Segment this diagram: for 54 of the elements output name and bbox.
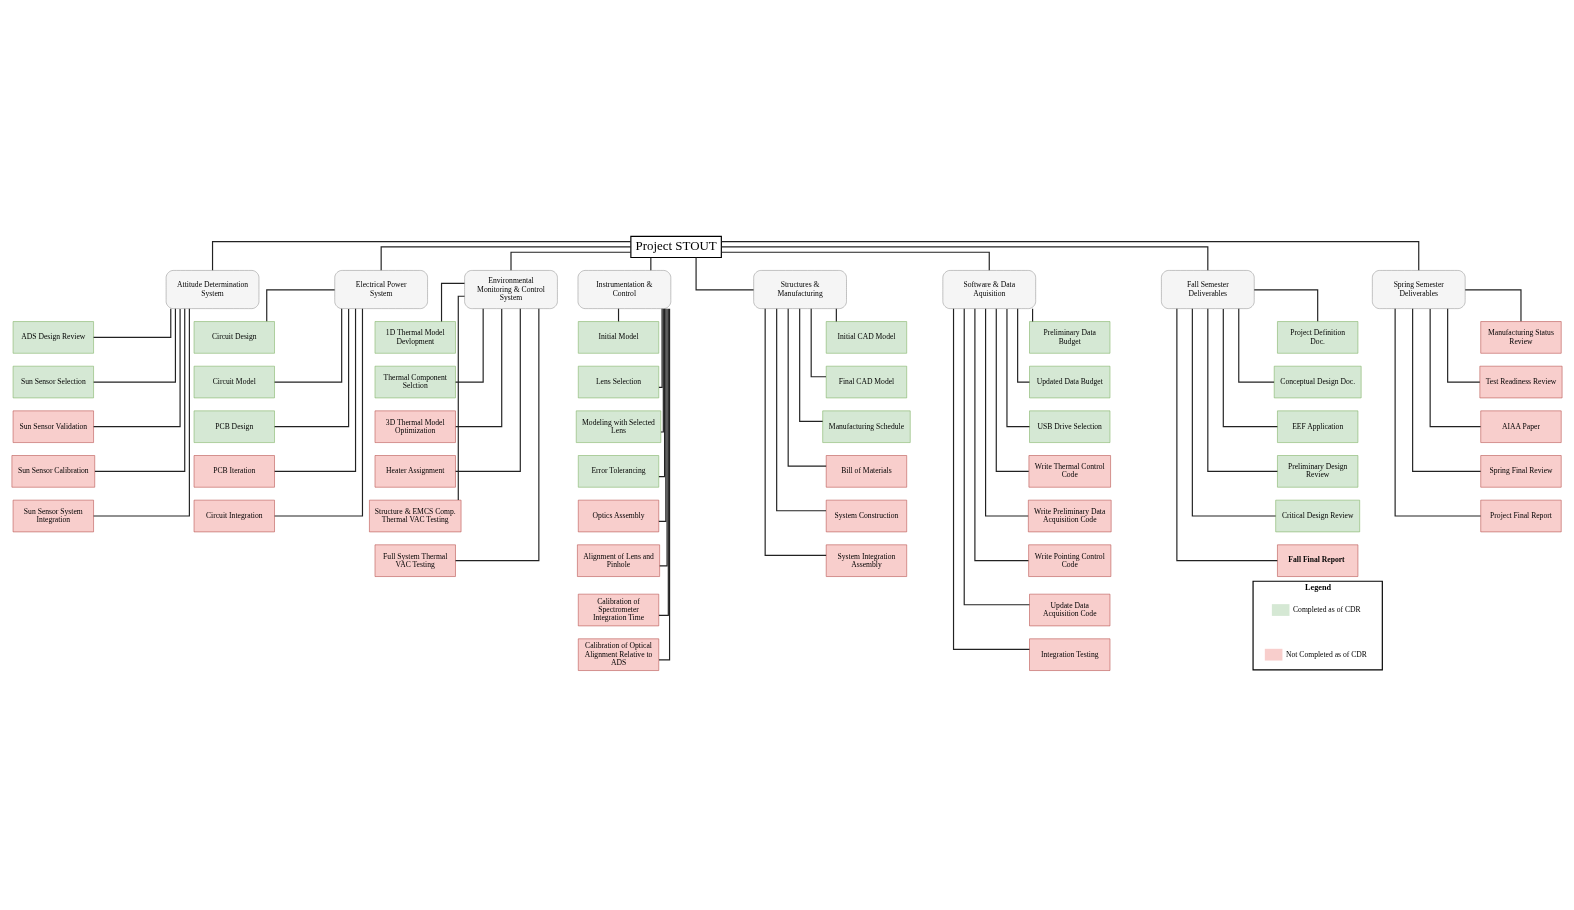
connector — [93, 307, 176, 383]
connector — [1447, 307, 1481, 383]
connector — [720, 240, 1420, 271]
connector — [274, 307, 357, 472]
connector — [93, 307, 172, 338]
connector — [1238, 307, 1275, 383]
connector — [93, 307, 190, 517]
connector — [659, 307, 668, 567]
node-box: Project STOUT — [630, 235, 722, 258]
connector — [93, 307, 181, 427]
connector — [963, 307, 1030, 605]
connector — [952, 307, 1030, 650]
connector — [776, 307, 827, 511]
connector — [810, 307, 827, 377]
connector — [1006, 307, 1031, 427]
connector — [985, 307, 1029, 517]
connector — [454, 307, 521, 472]
connector — [720, 251, 990, 271]
connector — [658, 307, 671, 661]
connector — [94, 307, 186, 472]
connector — [660, 307, 664, 433]
connector — [457, 295, 466, 501]
connector — [764, 307, 827, 556]
connector — [658, 307, 669, 616]
connector — [799, 307, 824, 422]
connector — [974, 307, 1029, 561]
connector — [658, 307, 663, 388]
connector — [787, 307, 827, 467]
connector — [274, 307, 364, 517]
connector — [211, 240, 632, 271]
connector — [1253, 288, 1319, 322]
connector — [995, 307, 1030, 472]
connector — [1176, 307, 1278, 561]
connector — [1412, 307, 1482, 472]
connector — [274, 307, 350, 427]
connector — [658, 307, 666, 477]
connector — [695, 256, 755, 290]
connector — [454, 307, 540, 561]
connector — [658, 307, 667, 522]
connector — [440, 282, 466, 322]
connector — [1222, 307, 1278, 427]
connector — [454, 307, 484, 383]
connector — [510, 251, 632, 271]
connector — [1464, 288, 1522, 322]
connector — [266, 288, 336, 322]
connector — [1394, 307, 1482, 517]
connector — [1017, 307, 1031, 383]
connector — [1429, 307, 1482, 427]
connector — [274, 307, 343, 383]
connector — [1191, 307, 1277, 517]
connector — [720, 245, 1209, 271]
connector — [380, 245, 632, 271]
connector — [1207, 307, 1278, 472]
connector — [455, 307, 503, 427]
